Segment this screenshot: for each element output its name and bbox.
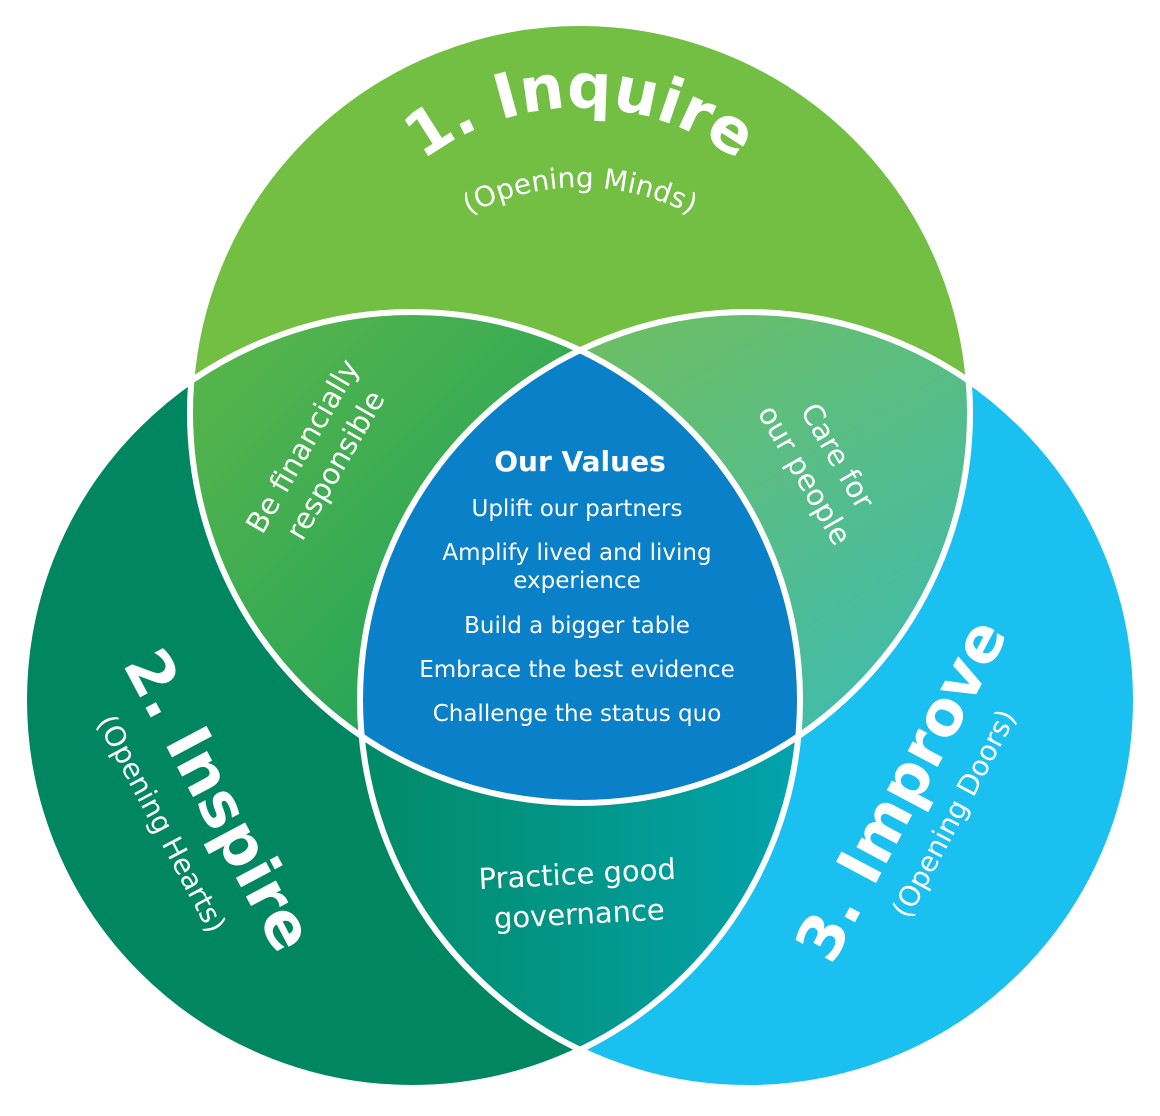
center-item-status-quo: Challenge the status quo — [433, 701, 722, 727]
center-item-bigger-table: Build a bigger table — [464, 613, 690, 639]
center-item-amplify-line1: Amplify lived and living — [442, 540, 711, 566]
center-item-amplify-line2: experience — [513, 568, 640, 594]
center-values-region — [360, 312, 800, 803]
center-title: Our Values — [494, 445, 666, 478]
outline-inquire — [187, 20, 973, 806]
center-item-uplift: Uplift our partners — [472, 496, 683, 522]
outline-inspire — [21, 309, 803, 1091]
outline-improve — [357, 309, 1139, 1091]
center-item-best-evidence: Embrace the best evidence — [419, 657, 735, 683]
